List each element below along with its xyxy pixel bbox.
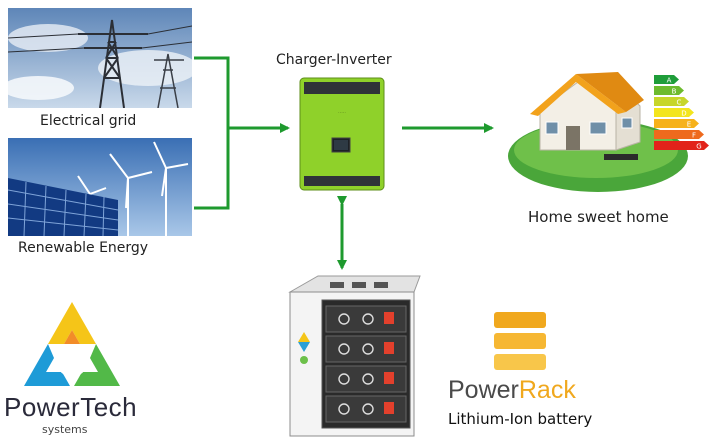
powerrack-wordmark: PowerRack (448, 376, 576, 405)
grid-to-junction-line (194, 56, 230, 210)
powerrack-caption: Lithium-Ion battery (448, 410, 593, 428)
energy-bar-g: G (654, 141, 709, 151)
energy-bar-e: E (654, 119, 699, 129)
energy-bar-a: A (654, 75, 679, 85)
home-label: Home sweet home (528, 208, 669, 226)
svg-text:·····: ····· (338, 110, 346, 116)
powertech-name: PowerTech (4, 392, 138, 422)
battery-cabinet (282, 272, 422, 438)
energy-bar-label-c: C (677, 99, 682, 107)
electrical-grid-image (8, 8, 192, 108)
energy-bar-d: D (654, 108, 694, 118)
energy-bar-label-f: F (692, 132, 696, 140)
electrical-grid-label: Electrical grid (40, 113, 137, 129)
energy-bar-label-b: B (672, 88, 677, 96)
energy-bar-label-a: A (667, 77, 672, 85)
renewable-energy-label: Renewable Energy (18, 240, 149, 256)
energy-bar-label-d: D (681, 110, 686, 118)
energy-bar-f: F (654, 130, 704, 140)
renewable-energy-image (8, 138, 192, 236)
powertech-logo-mark (20, 300, 124, 396)
powerrack-word-power: Power (448, 376, 519, 404)
charger-inverter-unit: ····· (298, 76, 386, 192)
energy-bar-label-g: G (696, 143, 701, 151)
energy-bar-label-e: E (687, 121, 691, 129)
energy-bar-b: B (654, 86, 684, 96)
powertech-subtitle: systems (42, 423, 88, 436)
energy-bar-c: C (654, 97, 689, 107)
home-image (506, 70, 712, 196)
powerrack-logo-mark (494, 312, 546, 372)
charger-inverter-label: Charger-Inverter (276, 52, 392, 68)
powerrack-word-rack: Rack (518, 376, 576, 404)
